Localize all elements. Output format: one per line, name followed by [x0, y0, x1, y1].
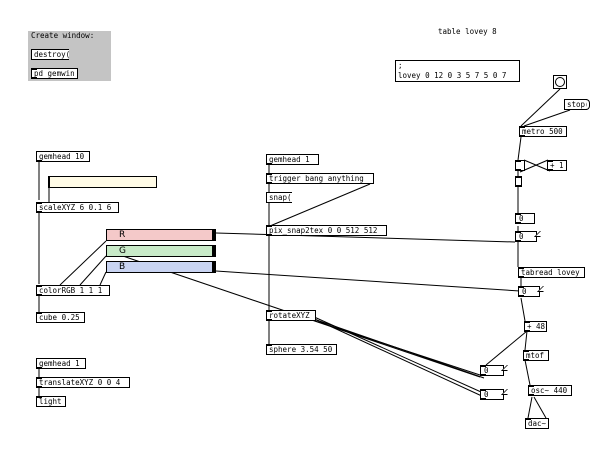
semicolon-text: ; — [398, 61, 403, 70]
sphere-object[interactable]: sphere 3.54 50 — [266, 344, 337, 355]
create-window-label: Create window: — [31, 31, 95, 40]
slider-blue[interactable]: B — [106, 261, 216, 273]
wire — [59, 240, 107, 286]
snap-message[interactable]: snap( — [266, 192, 292, 203]
gemhead-left[interactable]: gemhead 10 — [36, 151, 90, 162]
wire — [517, 136, 522, 161]
plus-48-object[interactable]: + 48 — [524, 321, 547, 332]
plus-one-object[interactable]: + 1 — [547, 160, 567, 171]
cube-object[interactable]: cube 0.25 — [36, 312, 85, 323]
mtof-object[interactable]: mtof — [523, 350, 549, 361]
stop-message[interactable]: stop( — [564, 99, 587, 110]
table-list-values: lovey 0 12 0 3 5 7 5 0 7 — [398, 71, 507, 80]
number-box-f[interactable] — [515, 160, 525, 171]
wire — [520, 88, 561, 127]
wire — [307, 315, 485, 398]
slider-handle[interactable] — [212, 230, 215, 240]
slider-handle[interactable] — [212, 246, 215, 256]
slider-green[interactable]: G — [106, 245, 216, 257]
wire — [215, 232, 516, 243]
gemhead-mid[interactable]: gemhead 1 — [266, 154, 319, 165]
light-object[interactable]: light — [36, 396, 66, 407]
gemwin-object[interactable]: pd gemwin — [31, 68, 78, 79]
wire — [485, 330, 528, 366]
wire — [99, 271, 107, 286]
wire — [215, 270, 521, 292]
wire — [524, 359, 531, 386]
translate-object[interactable]: translateXYZ 0 0 4 — [36, 377, 130, 388]
bang-circle-icon — [555, 77, 565, 87]
color-object[interactable]: colorRGB 1 1 1 — [36, 285, 110, 296]
wire — [524, 330, 528, 351]
wire — [269, 183, 371, 227]
table-list-message[interactable]: ; lovey 0 12 0 3 5 7 5 0 7 — [395, 60, 520, 82]
gemhead-light[interactable]: gemhead 1 — [36, 358, 86, 369]
dac-object[interactable]: dac~ — [525, 418, 549, 429]
wire — [79, 255, 107, 286]
bang-button[interactable] — [553, 75, 567, 89]
slider-red-label: R — [119, 230, 126, 240]
osc-object[interactable]: osc~ 440 — [528, 385, 572, 396]
yellow-slider[interactable] — [48, 176, 157, 188]
slider-handle[interactable] — [212, 262, 215, 272]
tabread-object[interactable]: tabread lovey — [518, 267, 585, 278]
slider-red[interactable]: R — [106, 229, 216, 241]
destroy-message[interactable]: destroy( — [31, 49, 69, 60]
rotate-object[interactable]: rotateXYZ — [266, 310, 316, 321]
slider-green-label: G — [119, 246, 126, 256]
wire — [523, 109, 571, 127]
small-number-box[interactable] — [515, 176, 522, 187]
number-box-1[interactable]: 0 — [515, 213, 535, 224]
wire — [523, 159, 551, 172]
trigger-object[interactable]: trigger bang anything — [266, 173, 374, 184]
wire — [527, 396, 533, 419]
table-label[interactable]: table lovey 8 — [436, 27, 504, 38]
slider-blue-label: B — [119, 262, 126, 272]
wire — [311, 315, 491, 397]
wire — [520, 297, 526, 322]
pix-snap2tex-object[interactable]: pix_snap2tex 0 0 512 512 — [266, 225, 387, 236]
wire — [533, 396, 547, 419]
metro-object[interactable]: metro 500 — [519, 126, 567, 137]
scale-object[interactable]: scaleXYZ 6 0.1 6 — [36, 202, 119, 213]
